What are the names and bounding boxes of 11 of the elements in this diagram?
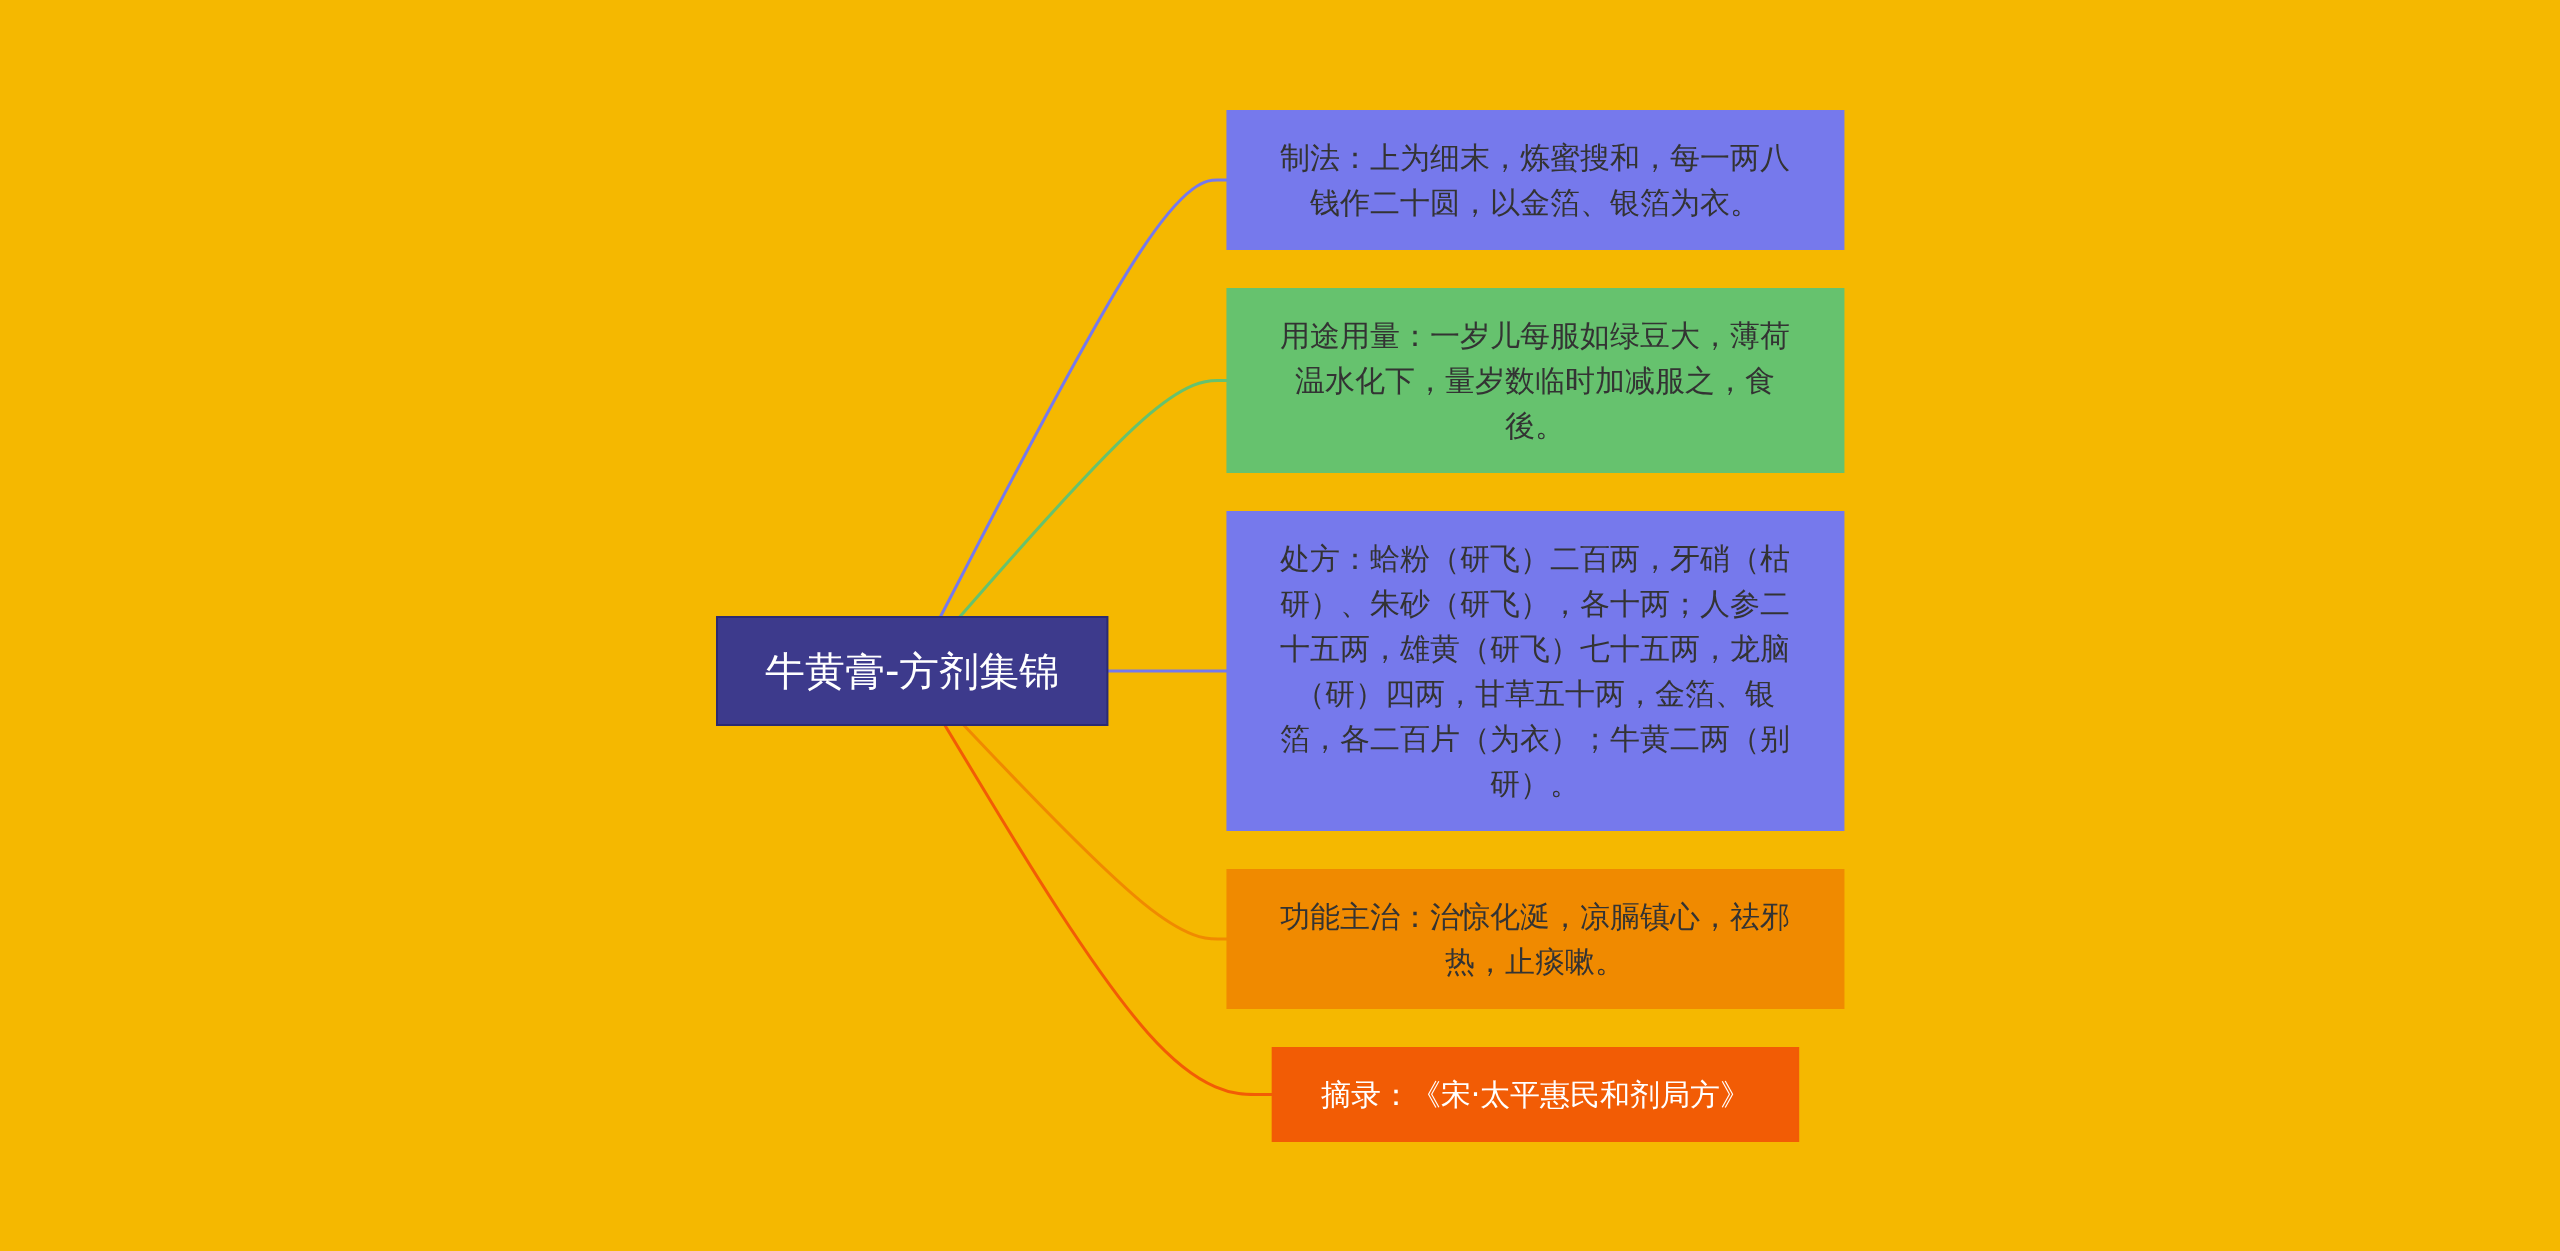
connector bbox=[958, 378, 1228, 618]
node-box: 功能主治：治惊化涎，凉膈镇心，祛邪热，止痰嗽。 bbox=[1226, 868, 1845, 1009]
connector bbox=[938, 178, 1228, 618]
node-box: 用途用量：一岁儿每服如绿豆大，薄荷温水化下，量岁数临时加减服之，食後。 bbox=[1226, 287, 1845, 473]
node-box: 牛黄膏-方剂集锦 bbox=[715, 615, 1109, 726]
connector bbox=[962, 723, 1228, 940]
node-box: 处方：蛤粉（研飞）二百两，牙硝（枯研）、朱砂（研飞），各十两；人参二十五两，雄黄（研飞）七十五两，龙脑（研）四两，甘草五十两，金箔、银箔，各二百片（为衣）；牛黄二两（别研）。 bbox=[1226, 510, 1845, 831]
connector bbox=[943, 723, 1273, 1096]
node-box: 制法：上为细末，炼蜜搜和，每一两八钱作二十圆，以金箔、银箔为衣。 bbox=[1226, 109, 1845, 250]
connector bbox=[1107, 669, 1228, 672]
node-box: 摘录：《宋·太平惠民和剂局方》 bbox=[1271, 1046, 1799, 1142]
